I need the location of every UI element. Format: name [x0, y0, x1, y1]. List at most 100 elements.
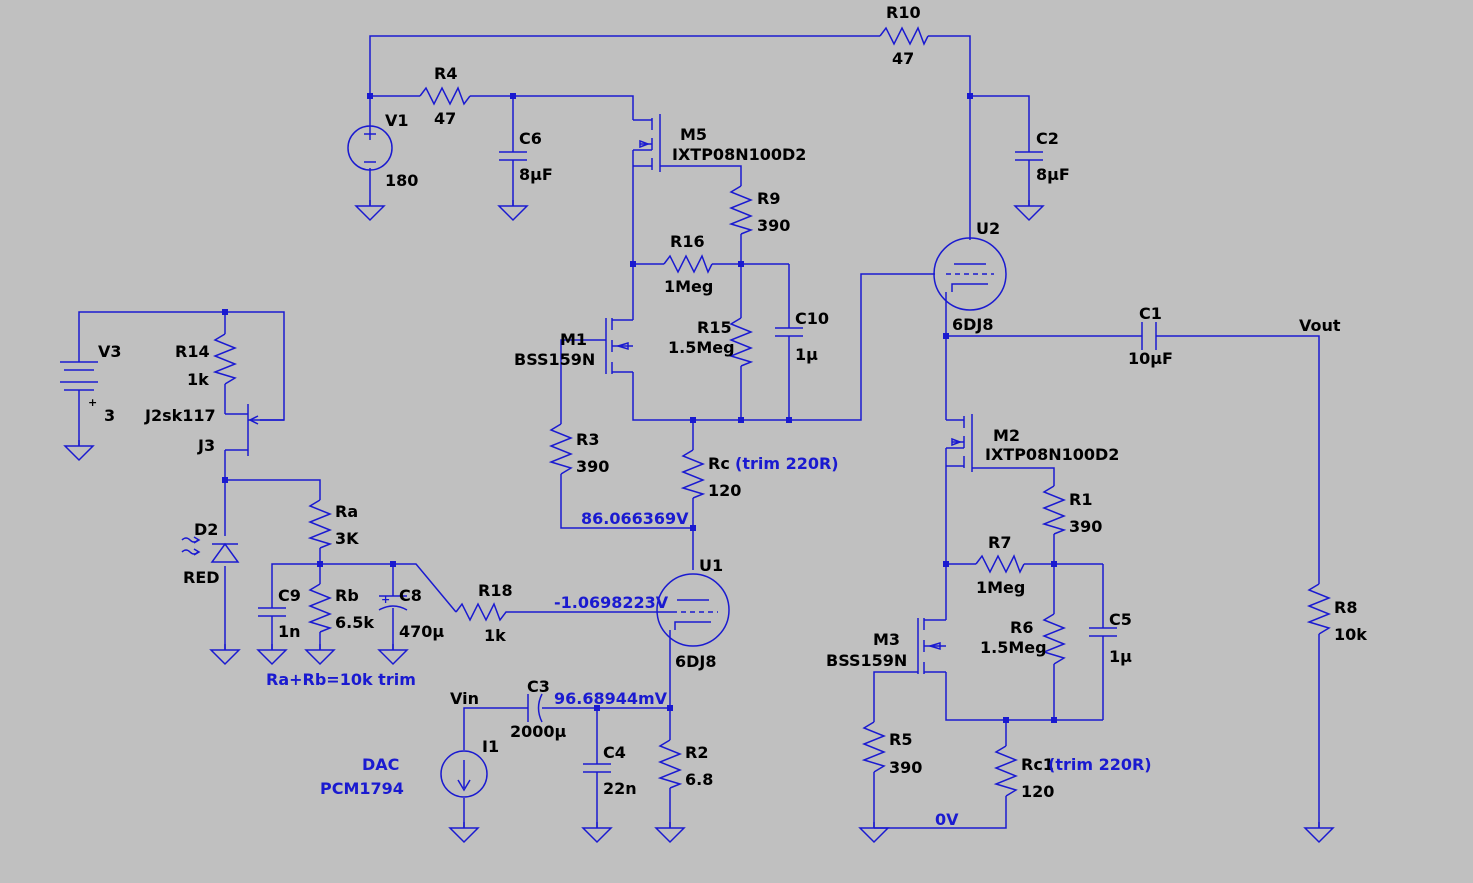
label-rc1-value: 120	[1021, 782, 1054, 801]
svg-text:+: +	[88, 396, 97, 409]
label-rc-note: (trim 220R)	[735, 454, 839, 473]
resistor-r4[interactable]	[419, 86, 471, 106]
label-m3-value: BSS159N	[826, 651, 907, 670]
capacitor-c10[interactable]	[775, 327, 803, 337]
label-r7: R7	[988, 533, 1011, 552]
trim-note: Ra+Rb=10k trim	[266, 670, 416, 689]
current-source-i1[interactable]	[440, 750, 488, 798]
label-r6: R6	[1010, 618, 1033, 637]
label-r2-value: 6.8	[685, 770, 713, 789]
capacitor-c8[interactable]: +	[378, 593, 408, 611]
label-r8-value: 10k	[1334, 625, 1367, 644]
label-r14: R14	[175, 342, 210, 361]
tube-u2[interactable]	[933, 237, 1007, 311]
node-voltage-cathode: 96.68944mV	[554, 689, 668, 708]
resistor-r14[interactable]	[212, 333, 238, 385]
label-m2: M2	[993, 426, 1020, 445]
mosfet-m1[interactable]	[605, 318, 633, 374]
resistor-r15[interactable]	[728, 317, 754, 367]
ground-label: 0V	[935, 810, 959, 829]
node-voltage-grid: -1.0698223V	[554, 593, 669, 612]
tube-u1[interactable]	[656, 573, 730, 647]
label-rb: Rb	[335, 586, 359, 605]
label-r4: R4	[434, 64, 457, 83]
label-v1: V1	[385, 111, 409, 130]
label-rc-value: 120	[708, 481, 741, 500]
label-r15-value: 1.5Meg	[668, 338, 735, 357]
label-v3-value: 3	[104, 406, 115, 425]
label-r10: R10	[886, 3, 921, 22]
label-vin: Vin	[450, 689, 479, 708]
mosfet-m2[interactable]	[946, 414, 973, 472]
label-j3-value: J2sk117	[144, 406, 216, 425]
battery-v3[interactable]: +	[60, 356, 98, 409]
resistor-r16[interactable]	[663, 254, 713, 274]
resistor-r5[interactable]	[861, 721, 887, 773]
label-rc: Rc	[708, 454, 730, 473]
annotations: 86.066369V -1.0698223V 96.68944mV Ra+Rb=…	[266, 509, 959, 829]
capacitor-c5[interactable]	[1089, 627, 1117, 637]
voltage-source-v1[interactable]	[347, 125, 393, 171]
resistor-r1[interactable]	[1041, 485, 1067, 535]
resistor-r9[interactable]	[728, 185, 754, 235]
dac-part: PCM1794	[320, 779, 404, 798]
label-c5-value: 1µ	[1109, 647, 1132, 666]
resistors	[212, 26, 1332, 797]
label-r9: R9	[757, 189, 780, 208]
capacitor-c1[interactable]	[1141, 322, 1157, 350]
mosfet-m5[interactable]	[633, 114, 661, 172]
capacitor-c4[interactable]	[583, 763, 611, 773]
mosfet-m3[interactable]	[917, 618, 946, 674]
capacitors: +	[258, 151, 1157, 773]
label-d2: D2	[194, 520, 218, 539]
label-rc1: Rc1	[1021, 755, 1054, 774]
label-r18: R18	[478, 581, 513, 600]
resistor-r3[interactable]	[548, 423, 574, 475]
label-r4-value: 47	[434, 109, 456, 128]
resistor-rc1[interactable]	[993, 745, 1019, 797]
label-v3: V3	[98, 342, 122, 361]
resistor-rb[interactable]	[307, 583, 333, 633]
label-r8: R8	[1334, 598, 1357, 617]
capacitor-c9[interactable]	[258, 607, 286, 617]
component-labels: R10 47 R4 47 V1 180 C6 8µF C2 8µF M5 IXT…	[98, 3, 1367, 801]
label-v1-value: 180	[385, 171, 418, 190]
capacitor-c2[interactable]	[1015, 151, 1043, 161]
label-r18-value: 1k	[484, 626, 506, 645]
resistor-r2[interactable]	[657, 739, 683, 789]
label-c5: C5	[1109, 610, 1132, 629]
label-c6: C6	[519, 129, 542, 148]
resistor-ra[interactable]	[307, 499, 333, 549]
resistor-r18[interactable]	[455, 602, 520, 622]
label-c1-value: 10µF	[1128, 349, 1173, 368]
svg-text:+: +	[381, 593, 390, 606]
resistor-r7[interactable]	[975, 554, 1025, 574]
label-c4: C4	[603, 743, 626, 762]
label-rb-value: 6.5k	[335, 613, 374, 632]
node-voltage-anode: 86.066369V	[581, 509, 689, 528]
capacitor-c3[interactable]	[527, 693, 543, 723]
label-u2: U2	[976, 219, 1000, 238]
capacitor-c6[interactable]	[499, 151, 527, 161]
resistor-r8[interactable]	[1306, 583, 1332, 635]
label-m2-value: IXTP08N100D2	[985, 445, 1119, 464]
label-c3-value: 2000µ	[510, 722, 567, 741]
resistor-r6[interactable]	[1041, 613, 1067, 665]
label-u1: U1	[699, 556, 723, 575]
label-vout: Vout	[1299, 316, 1341, 335]
dac-label: DAC	[362, 755, 399, 774]
jfet-j3[interactable]	[225, 404, 284, 456]
label-r3: R3	[576, 430, 599, 449]
label-i1: I1	[482, 737, 499, 756]
label-c1: C1	[1139, 304, 1162, 323]
label-c9: C9	[278, 586, 301, 605]
label-c8-value: 470µ	[399, 622, 444, 641]
label-r1: R1	[1069, 490, 1092, 509]
resistor-r10[interactable]	[879, 26, 929, 46]
label-c2: C2	[1036, 129, 1059, 148]
label-j3: J3	[197, 436, 215, 455]
label-r16-value: 1Meg	[664, 277, 713, 296]
resistor-rc[interactable]	[680, 449, 706, 499]
label-c2-value: 8µF	[1036, 165, 1070, 184]
led-d2[interactable]	[181, 536, 240, 563]
